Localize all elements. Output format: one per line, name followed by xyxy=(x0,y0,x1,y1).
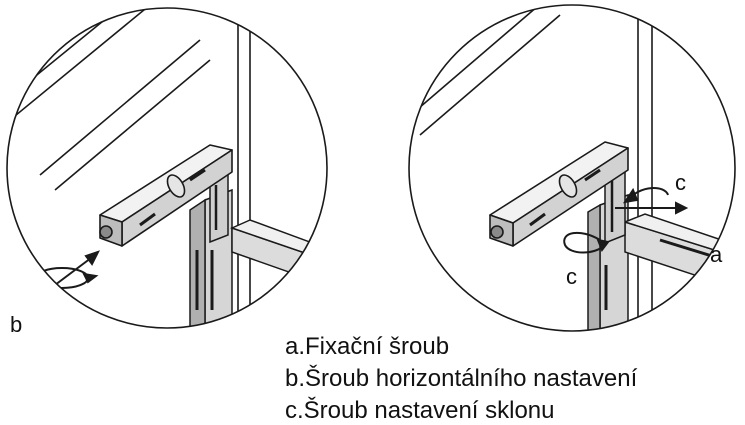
right-horizontal-rail xyxy=(622,213,735,292)
left-detail-circle xyxy=(6,7,328,329)
left-horizontal-rail xyxy=(229,219,327,292)
legend-item-a: a.Fixační šroub xyxy=(285,333,449,360)
right-bottom-rotation-arrow xyxy=(563,231,610,254)
right-detail-view xyxy=(408,4,736,332)
right-detail-circle xyxy=(408,4,736,332)
legend: a.Fixační šroub b.Šroub horizontálního n… xyxy=(285,333,638,424)
callout-b: b xyxy=(10,312,22,337)
left-detail-view xyxy=(6,7,328,329)
legend-item-c: c.Šroub nastavení sklonu xyxy=(285,396,555,424)
left-rotation-arrow xyxy=(28,250,100,306)
callout-c-bottom: c xyxy=(566,264,577,289)
callout-a: a xyxy=(710,242,723,267)
right-window-frame xyxy=(409,5,653,331)
legend-item-b: b.Šroub horizontálního nastavení xyxy=(285,364,638,392)
right-top-rotation-arrow xyxy=(615,187,689,215)
callout-c-top: c xyxy=(675,170,686,195)
left-bracket-arm xyxy=(99,144,233,247)
right-bracket-arm xyxy=(489,141,629,247)
